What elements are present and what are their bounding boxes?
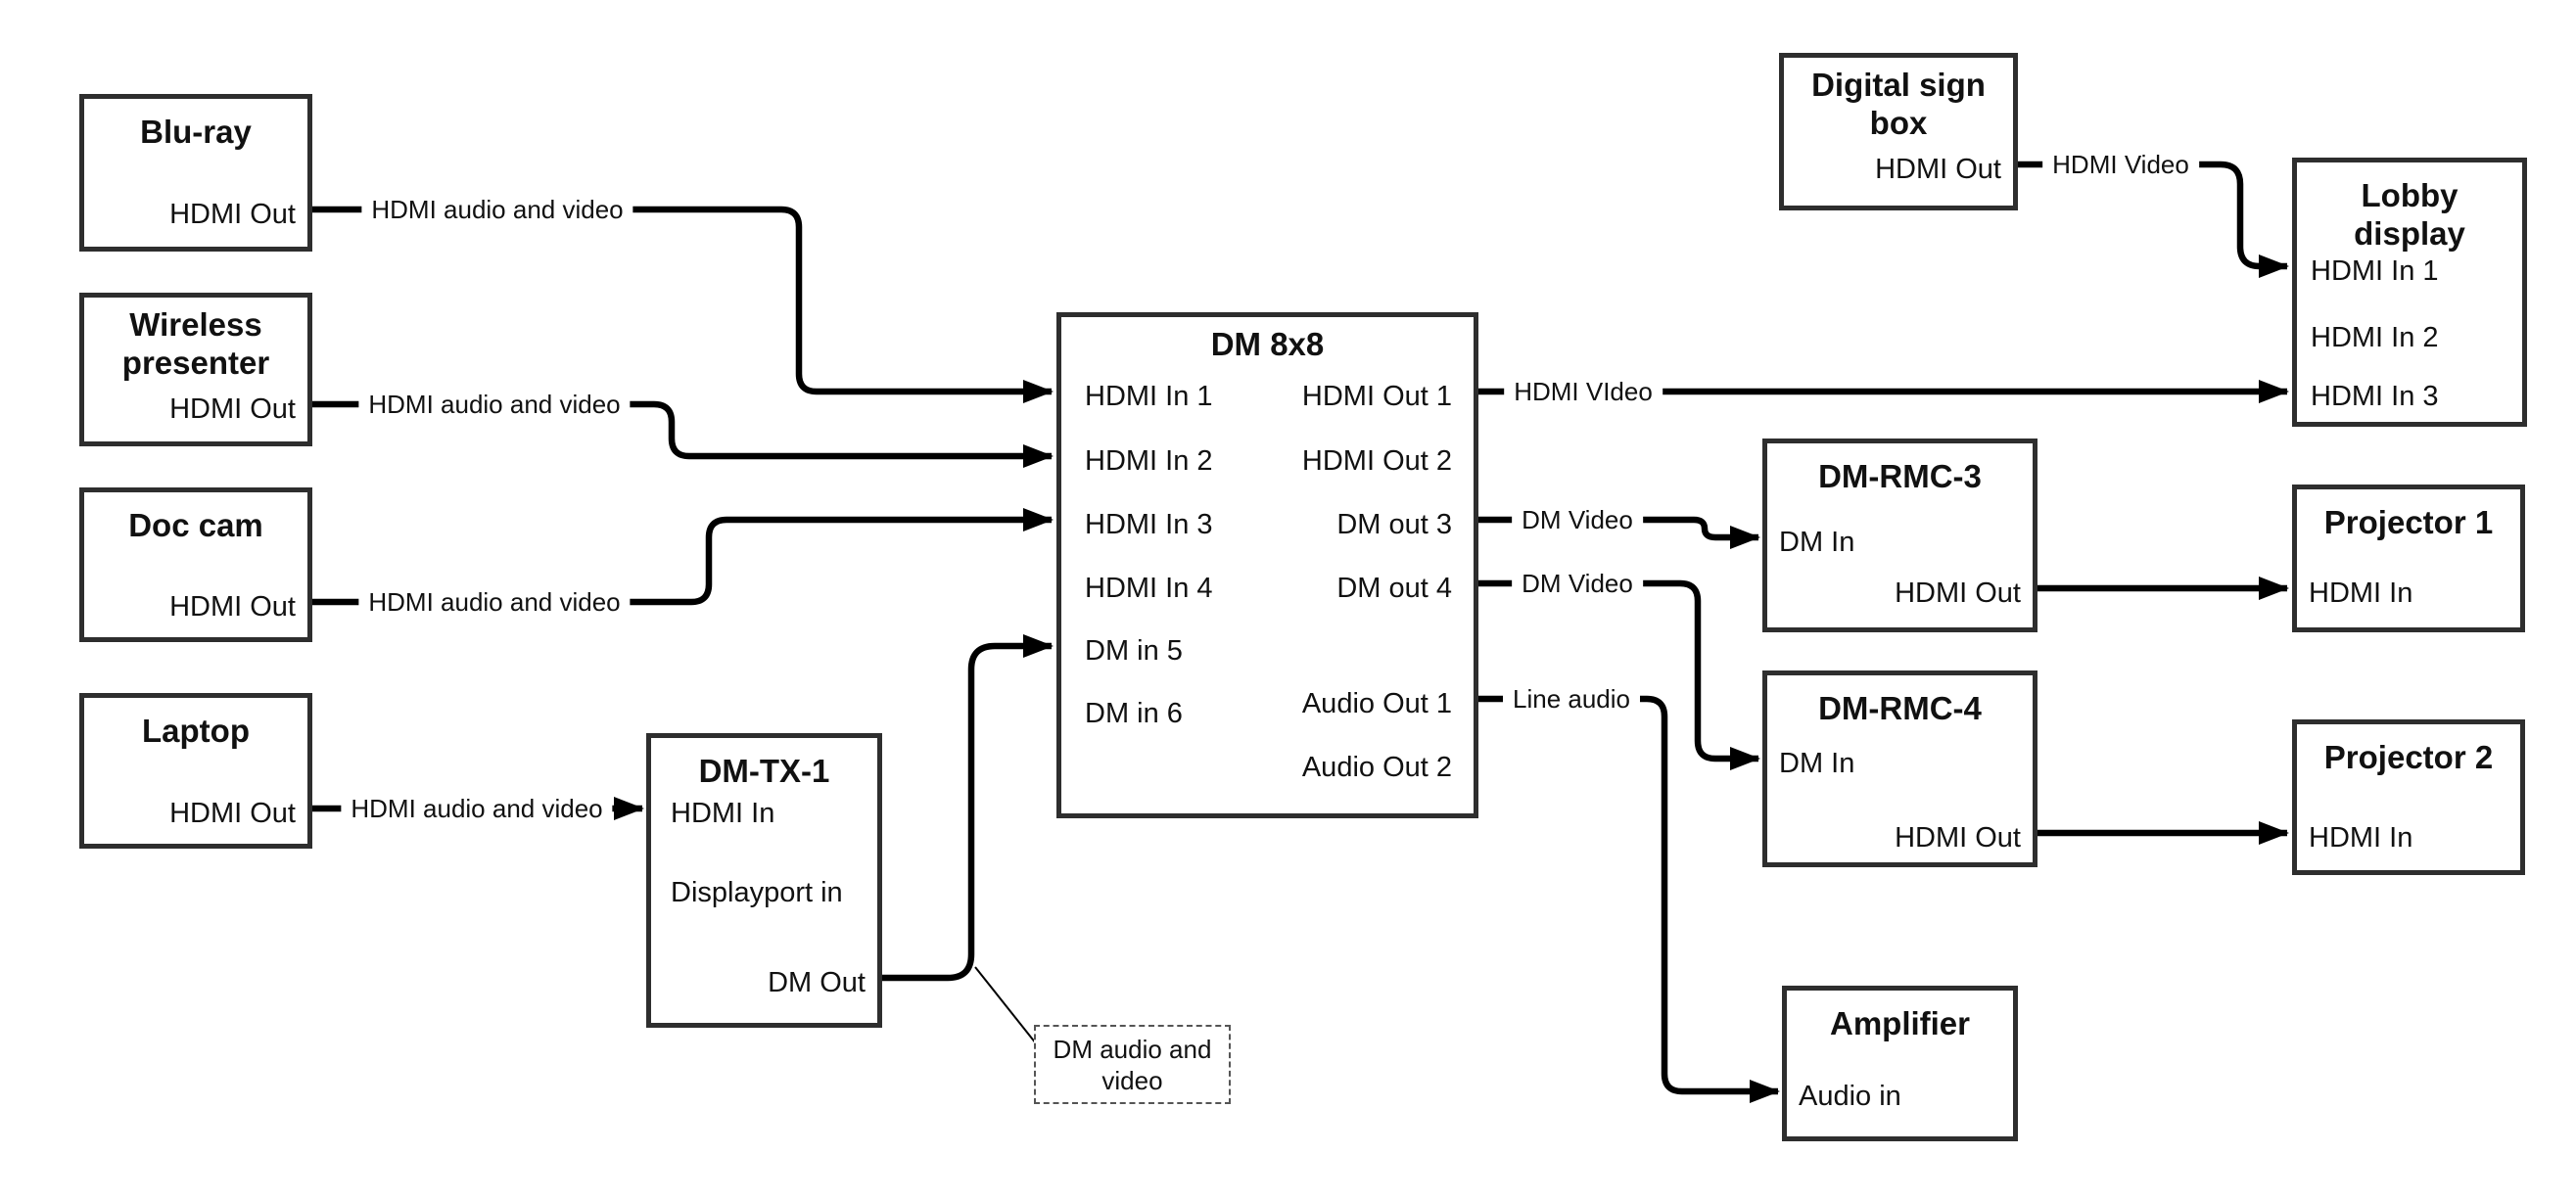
port-audio-in: Audio in: [1799, 1081, 1901, 1112]
node-projector-2: Projector 2 HDMI In: [2292, 719, 2525, 875]
wire-wireless-to-dm8x8-in2: [312, 400, 1054, 468]
node-wireless-presenter: Wireless presenter HDMI Out: [79, 293, 312, 446]
note-leader-line: [974, 966, 1037, 1044]
port-hdmi-in-2: HDMI In 2: [1085, 445, 1213, 477]
node-title: Projector 1: [2323, 504, 2494, 540]
port-hdmi-out: HDMI Out: [1895, 577, 2021, 609]
wire-label-hdmi-av-bluray: HDMI audio and video: [361, 194, 633, 225]
node-title: DM-RMC-3: [1818, 458, 1982, 494]
port-hdmi-in-1: HDMI In 1: [1085, 381, 1213, 412]
note-text: DM audio and video: [1053, 1034, 1212, 1095]
node-title: Digital sign box: [1811, 67, 1986, 141]
node-dm-8x8: DM 8x8 HDMI In 1 HDMI In 2 HDMI In 3 HDM…: [1056, 312, 1478, 818]
port-dm-out-3: DM out 3: [1336, 509, 1452, 540]
port-hdmi-out: HDMI Out: [169, 393, 296, 425]
wire-label-dm-video-out4: DM Video: [1512, 568, 1643, 599]
wire-label-hdmi-video-sign: HDMI Video: [2042, 149, 2199, 180]
node-title: Blu-ray: [140, 114, 252, 150]
wire-label-dm-video-out3: DM Video: [1512, 504, 1643, 535]
node-digital-sign-box: Digital sign box HDMI Out: [1779, 53, 2018, 210]
port-audio-out-2: Audio Out 2: [1301, 752, 1452, 783]
wire-bluray-to-dm8x8-in1: [312, 206, 1054, 403]
port-dm-out-4: DM out 4: [1336, 573, 1452, 604]
port-dm-in-5: DM in 5: [1085, 635, 1183, 667]
node-title: Laptop: [142, 713, 250, 749]
port-hdmi-out: HDMI Out: [1875, 154, 2001, 185]
node-title: Doc cam: [128, 507, 263, 543]
node-title: DM-RMC-4: [1818, 690, 1982, 726]
port-hdmi-in-2: HDMI In 2: [2311, 322, 2439, 353]
wire-sign-to-lobby-in1: [2018, 161, 2289, 278]
wire-audio1-to-amplifier: [1478, 695, 1780, 1103]
node-title: Lobby display: [2354, 177, 2465, 252]
port-displayport-in: Displayport in: [671, 877, 843, 908]
wire-dmtx1-to-dm8x8-in5: [882, 634, 1054, 982]
port-hdmi-in: HDMI In: [671, 798, 775, 829]
wire-label-hdmi-av-laptop: HDMI audio and video: [341, 793, 613, 824]
port-dm-in-6: DM in 6: [1085, 698, 1183, 729]
port-hdmi-out: HDMI Out: [169, 798, 296, 829]
port-hdmi-in-4: HDMI In 4: [1085, 573, 1213, 604]
node-title: Projector 2: [2323, 739, 2494, 775]
port-dm-in: DM In: [1779, 748, 1855, 779]
wire-label-hdmi-av-doccam: HDMI audio and video: [358, 586, 631, 618]
wire-doccam-to-dm8x8-in3: [312, 508, 1054, 606]
node-title: Amplifier: [1829, 1005, 1971, 1041]
port-dm-in: DM In: [1779, 527, 1855, 558]
port-hdmi-in-3: HDMI In 3: [2311, 381, 2439, 412]
wire-label-line-audio: Line audio: [1503, 683, 1640, 715]
port-hdmi-in: HDMI In: [2309, 577, 2413, 609]
port-hdmi-out: HDMI Out: [1895, 822, 2021, 854]
node-dm-rmc-3: DM-RMC-3 DM In HDMI Out: [1762, 439, 2037, 632]
port-hdmi-in-1: HDMI In 1: [2311, 255, 2439, 287]
node-dm-tx-1: DM-TX-1 HDMI In Displayport in DM Out: [646, 733, 882, 1028]
note-dm-audio-video: DM audio and video: [1034, 1025, 1231, 1104]
port-hdmi-out-1: HDMI Out 1: [1301, 381, 1452, 412]
node-dm-rmc-4: DM-RMC-4 DM In HDMI Out: [1762, 670, 2037, 867]
node-projector-1: Projector 1 HDMI In: [2292, 485, 2525, 632]
port-hdmi-out: HDMI Out: [169, 199, 296, 230]
node-title: Wireless presenter: [121, 306, 270, 381]
port-hdmi-in: HDMI In: [2309, 822, 2413, 854]
node-amplifier: Amplifier Audio in: [1782, 986, 2018, 1141]
wire-label-hdmi-video-out1: HDMI VIdeo: [1504, 376, 1663, 407]
node-bluray: Blu-ray HDMI Out: [79, 94, 312, 252]
port-hdmi-in-3: HDMI In 3: [1085, 509, 1213, 540]
wire-label-hdmi-av-wireless: HDMI audio and video: [358, 389, 631, 420]
port-audio-out-1: Audio Out 1: [1301, 688, 1452, 719]
wire-out4-to-rmc4: [1478, 579, 1760, 770]
node-title: DM-TX-1: [698, 753, 830, 789]
port-hdmi-out: HDMI Out: [169, 591, 296, 623]
node-lobby-display: Lobby display HDMI In 1 HDMI In 2 HDMI I…: [2292, 158, 2527, 427]
node-laptop: Laptop HDMI Out: [79, 693, 312, 849]
port-hdmi-out-2: HDMI Out 2: [1301, 445, 1452, 477]
node-doc-cam: Doc cam HDMI Out: [79, 487, 312, 642]
port-dm-out: DM Out: [768, 967, 866, 998]
wire-out3-to-rmc3: [1478, 516, 1760, 549]
node-title: DM 8x8: [1210, 326, 1325, 362]
